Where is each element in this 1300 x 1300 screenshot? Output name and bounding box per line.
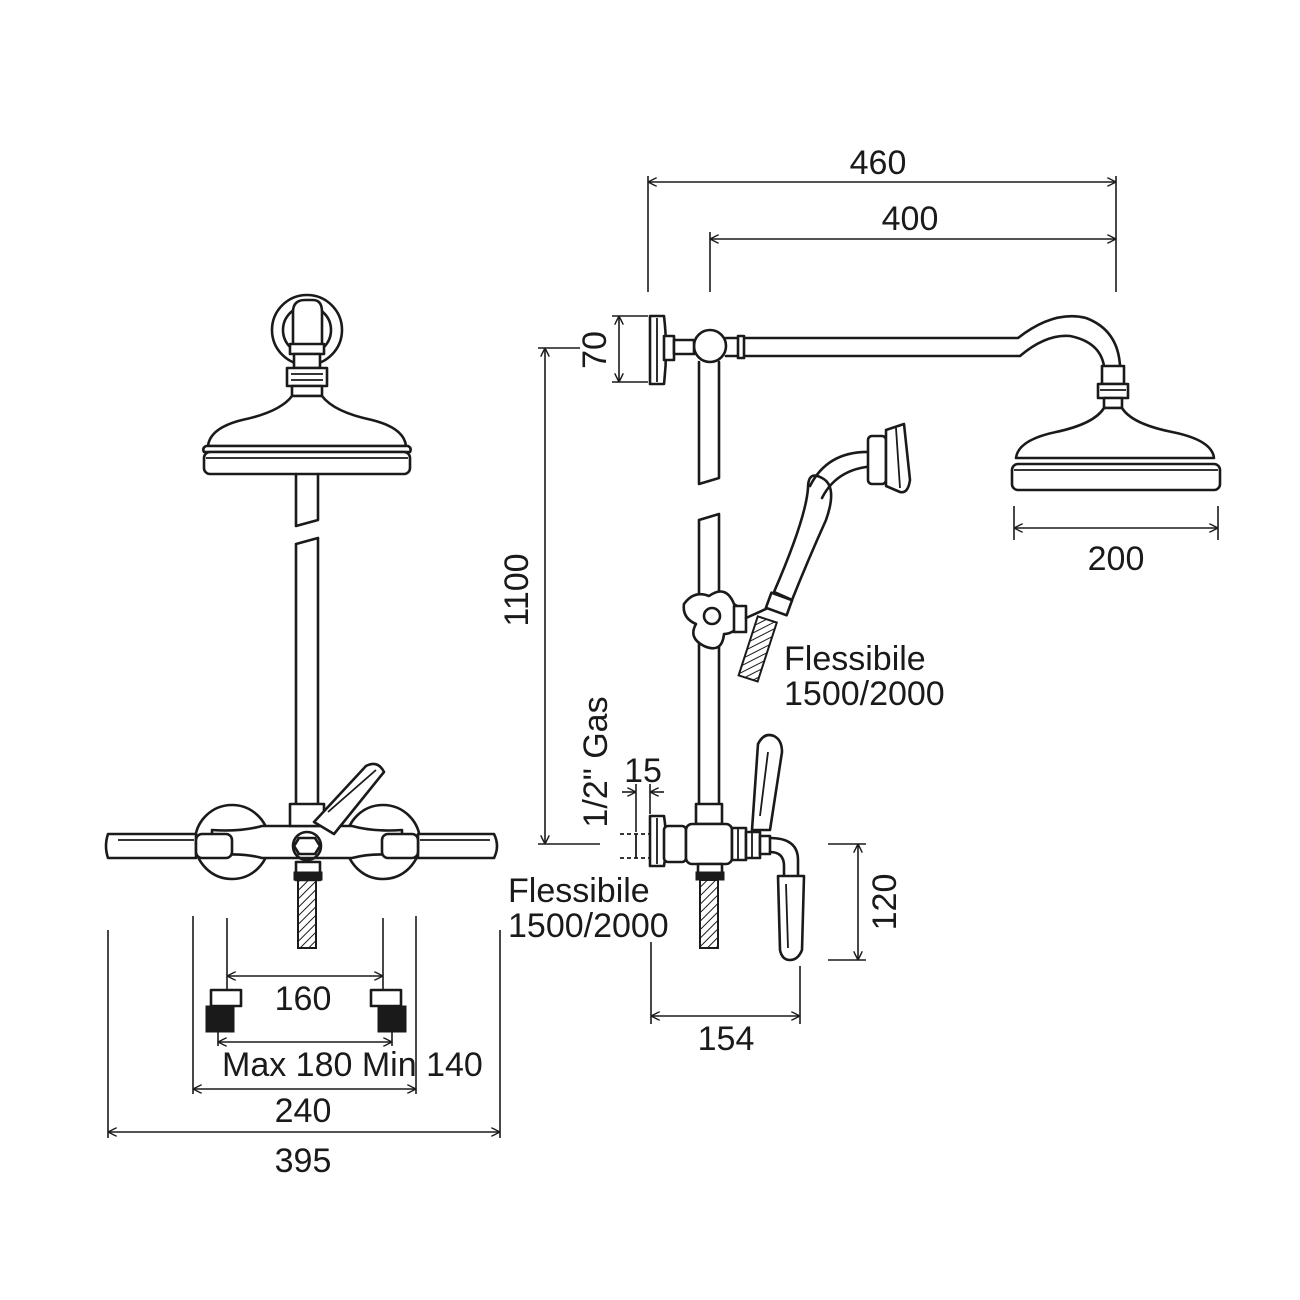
front-view: 160 Max 180 Min 140 240 395 bbox=[104, 293, 501, 1180]
side-mixer-body bbox=[620, 733, 806, 962]
front-mixer-body bbox=[104, 762, 499, 949]
dim-arm-total: 460 bbox=[850, 144, 907, 182]
side-rail bbox=[697, 360, 721, 808]
side-wall-flange bbox=[648, 314, 676, 386]
hose-label-upper-line1: Flessibile bbox=[784, 640, 926, 678]
dim-connection-depth: 15 bbox=[624, 752, 662, 790]
dim-overall-width: 395 bbox=[275, 1142, 332, 1180]
connection-thread: 1/2" Gas bbox=[577, 696, 615, 827]
front-riser-pipe bbox=[294, 472, 320, 808]
dim-adjust-range: Max 180 Min 140 bbox=[222, 1046, 483, 1084]
front-arm-bracket bbox=[270, 293, 344, 388]
hose-label-lower-line2: 1500/2000 bbox=[508, 907, 669, 945]
dim-body-width: 240 bbox=[275, 1092, 332, 1130]
side-slide-holder bbox=[682, 590, 770, 650]
hose-label-lower-line1: Flessibile bbox=[508, 872, 650, 910]
front-dimensions bbox=[107, 916, 501, 1138]
dim-handle: 120 bbox=[866, 874, 904, 931]
dim-arm-reach: 400 bbox=[882, 200, 939, 238]
dim-head-diameter: 200 bbox=[1088, 540, 1145, 578]
dim-height: 1100 bbox=[498, 553, 536, 626]
front-eccentric-connectors bbox=[205, 988, 407, 1033]
side-dimensions bbox=[538, 176, 1219, 1024]
side-view: 460 400 70 1100 200 1/2" Gas 15 154 120 … bbox=[498, 144, 1222, 1058]
dim-spout-centers: 160 bbox=[275, 980, 332, 1018]
dim-wall-flange: 70 bbox=[576, 331, 614, 369]
hose-label-upper-line2: 1500/2000 bbox=[784, 675, 945, 713]
side-shower-arm bbox=[672, 314, 1122, 368]
dim-projection: 154 bbox=[698, 1020, 755, 1058]
front-shower-head bbox=[202, 384, 412, 476]
side-hand-shower bbox=[737, 422, 912, 683]
side-shower-head bbox=[1010, 364, 1222, 492]
